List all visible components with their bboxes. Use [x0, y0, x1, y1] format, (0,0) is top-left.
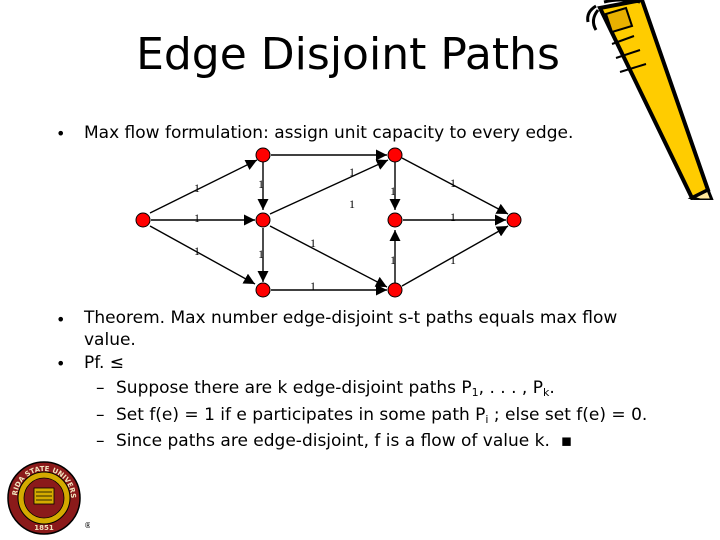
edge-d-t [401, 157, 509, 215]
seal-year: 1851 [34, 524, 54, 532]
sub2-pre: Set f(e) = 1 if e participates in some p… [116, 405, 486, 425]
sub-bullet-suppose: Suppose there are k edge-disjoint paths … [116, 377, 555, 404]
flow-network-graph: 1 1 1 1 1 1 1 1 1 1 1 1 1 1 [135, 147, 522, 298]
sub-bullet-dash: – [96, 405, 105, 425]
edge-label: 1 [450, 176, 456, 190]
edge-label: 1 [310, 236, 316, 250]
edge-f-t [401, 225, 509, 287]
edge-label: 1 [390, 253, 396, 267]
edge-s-a [149, 159, 258, 214]
graph-edges [149, 149, 509, 296]
edge-label: 1 [258, 247, 264, 261]
bullet-theorem: Theorem. Max number edge-disjoint s-t pa… [84, 308, 618, 350]
node-b [255, 212, 271, 228]
qed-square: ▪ [560, 431, 573, 451]
sub1-post: . [549, 378, 555, 398]
bullet-max-flow-formulation: Max flow formulation: assign unit capaci… [84, 123, 574, 143]
seal-registered-mark: ® [84, 521, 90, 530]
edge-b-d [269, 159, 389, 215]
edge-label: 1 [450, 253, 456, 267]
sub1-mid: , . . . , P [478, 378, 543, 398]
sub1-subscript-1: 1 [471, 386, 479, 399]
edge-label: 1 [194, 211, 200, 225]
node-s [135, 212, 151, 228]
edge-label: 1 [390, 184, 396, 198]
node-d [387, 147, 403, 163]
sub2-subscript-i: i [485, 413, 489, 426]
edge-s-c [149, 225, 256, 285]
edge-label: 1 [194, 181, 200, 195]
graph-nodes [135, 147, 522, 298]
bullet-dot: • [56, 124, 66, 143]
edge-label: 1 [349, 165, 355, 179]
edge-label: 1 [194, 244, 200, 258]
sub-bullet-since: Since paths are edge-disjoint, f is a fl… [116, 430, 572, 452]
university-seal-logo: FLORIDA STATE UNIVERSITY 1851 ® [4, 458, 90, 535]
node-a [255, 147, 271, 163]
edge-labels: 1 1 1 1 1 1 1 1 1 1 1 1 1 1 [194, 165, 456, 293]
bullet-dot: • [56, 354, 66, 373]
sub3-text: Since paths are edge-disjoint, f is a fl… [116, 431, 550, 451]
bullet-dot: • [56, 310, 66, 329]
node-f [387, 282, 403, 298]
node-t [506, 212, 522, 228]
edge-label: 1 [258, 177, 264, 191]
sub1-subscript-k: k [542, 386, 550, 399]
sub-bullet-dash: – [96, 378, 105, 398]
sub-bullet-set-f: Set f(e) = 1 if e participates in some p… [116, 404, 647, 431]
node-e [387, 212, 403, 228]
sub2-post: ; else set f(e) = 0. [488, 405, 648, 425]
node-c [255, 282, 271, 298]
sub1-pre: Suppose there are k edge-disjoint paths … [116, 378, 472, 398]
edge-b-f [269, 225, 388, 288]
bullet-proof: Pf. ≤ [84, 353, 125, 373]
edge-label: 1 [450, 210, 456, 224]
pencil-icon [586, 0, 714, 200]
edge-label: 1 [349, 197, 355, 211]
sub-bullet-dash: – [96, 431, 105, 451]
slide-title: Edge Disjoint Paths [136, 29, 560, 80]
edge-label: 1 [310, 279, 316, 293]
